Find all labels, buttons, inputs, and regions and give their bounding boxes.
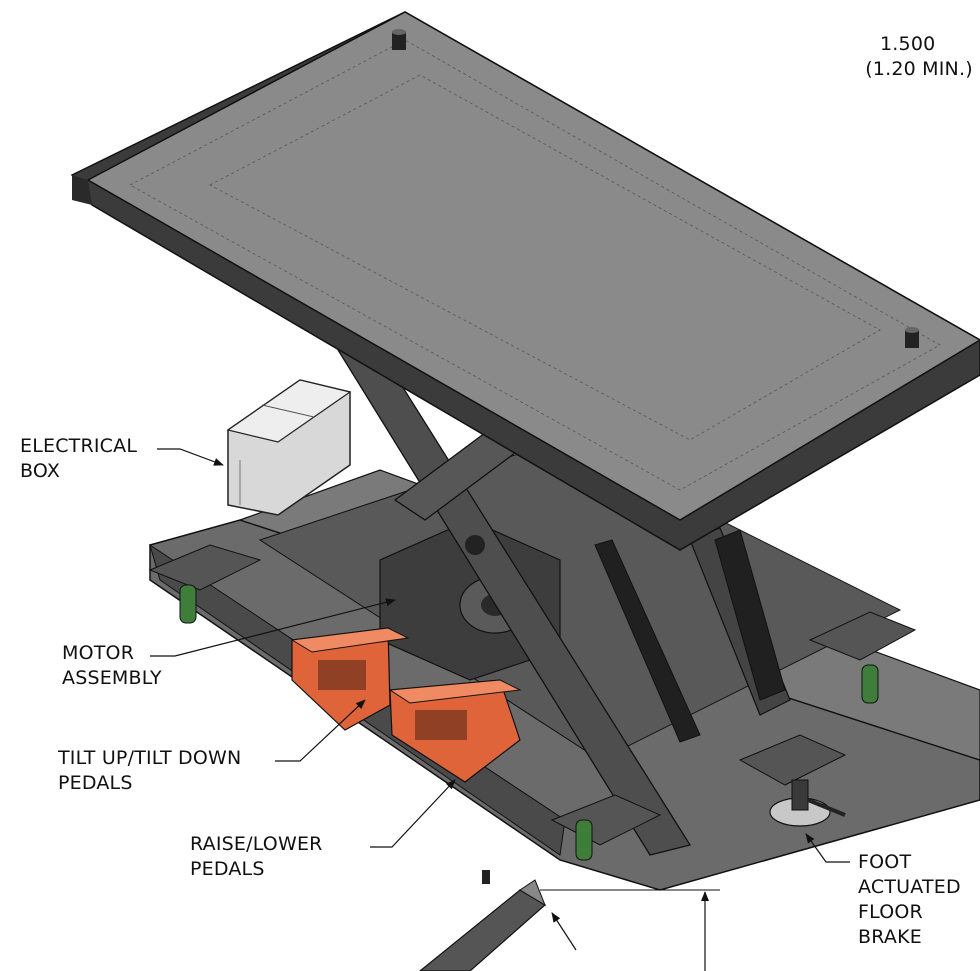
- raise-lower-pedal-box: [388, 679, 522, 783]
- caster-front-right: [550, 794, 662, 861]
- callout-tilt-pedals: TILT UP/TILT DOWN PEDALS: [58, 747, 242, 794]
- table-top: [70, 11, 980, 551]
- detail-view: [419, 870, 720, 971]
- top-stud: [905, 327, 919, 348]
- callout-floor-brake: FOOT ACTUATED FLOOR BRAKE: [858, 851, 961, 948]
- callout-raise-lower-pedals: RAISE/LOWER PEDALS: [190, 833, 323, 880]
- dimension-value: 1.500: [880, 33, 936, 55]
- floor-brake: [769, 779, 846, 827]
- electrical-box: [226, 379, 352, 516]
- top-stud: [392, 29, 406, 50]
- caster-mid-right: [738, 734, 847, 786]
- dimension-min-note: (1.20 MIN.): [865, 58, 973, 80]
- hydraulic-cylinders: [594, 529, 786, 743]
- callout-motor-assembly: MOTOR ASSEMBLY: [62, 642, 162, 689]
- leader-lines: [150, 448, 850, 863]
- caster-front-left: [148, 544, 262, 624]
- caster-rear-right: [808, 611, 917, 704]
- callout-electrical-box: ELECTRICAL BOX: [20, 435, 138, 482]
